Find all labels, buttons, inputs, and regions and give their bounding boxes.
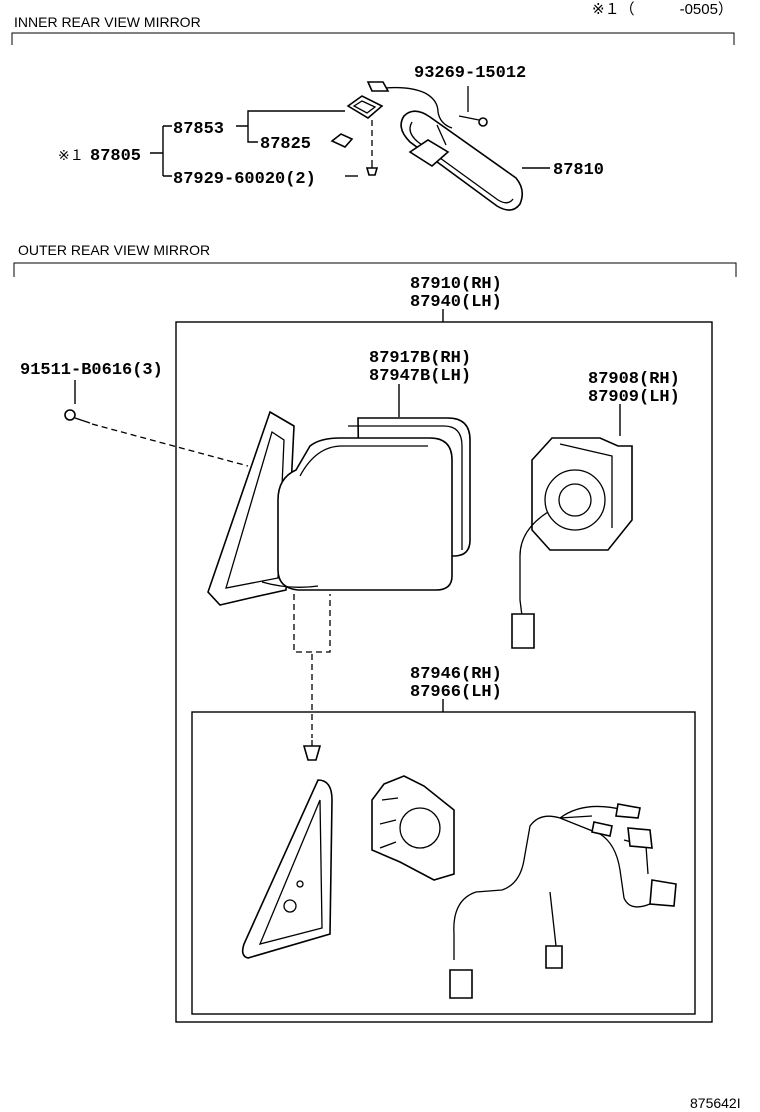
label-87810: 87810 — [553, 161, 604, 180]
label-87929: 87929-60020(2) — [173, 170, 316, 189]
mirror-wire — [384, 86, 453, 129]
actuator-bracket — [371, 775, 455, 881]
label-87966: 87966(LH) — [410, 683, 502, 702]
label-87805: 87805 — [90, 147, 141, 166]
label-87946: 87946(RH) — [410, 665, 502, 684]
outer-section-bracket — [13, 262, 737, 277]
base-plate — [241, 779, 333, 959]
mirror-motor — [519, 437, 633, 617]
mount-screw — [302, 740, 322, 761]
diagram-id: 875642I — [690, 1095, 741, 1111]
motor-connector — [511, 613, 535, 649]
mirror-housing — [261, 437, 453, 591]
mark-87805: ※１ — [58, 147, 84, 163]
inner-section-bracket — [11, 32, 735, 45]
screw-93269 — [458, 115, 488, 127]
label-87940: 87940(LH) — [410, 293, 502, 312]
label-87909: 87909(LH) — [588, 388, 680, 407]
inner-section-title: INNER REAR VIEW MIRROR — [14, 14, 201, 30]
wire-connector — [366, 81, 390, 92]
sub-assembly-box — [191, 711, 696, 1015]
label-93269: 93269-15012 — [414, 64, 526, 83]
label-87825: 87825 — [260, 135, 311, 154]
mirror-base — [207, 410, 295, 606]
mirror-mount-cover — [346, 95, 384, 119]
tree-87805 — [150, 125, 172, 177]
label-91511: 91511-B0616(3) — [20, 361, 163, 380]
mount-post-dashline — [293, 594, 331, 653]
screw-91511 — [64, 409, 91, 424]
label-87853: 87853 — [173, 120, 224, 139]
mirror-clip — [330, 133, 354, 148]
screw-91511-dashline — [91, 423, 249, 467]
label-87908: 87908(RH) — [588, 370, 680, 389]
label-87917: 87917B(RH) — [369, 349, 471, 368]
label-87910: 87910(RH) — [410, 275, 502, 294]
label-87947: 87947B(LH) — [369, 367, 471, 386]
header-note: ※１（ -0505） — [592, 1, 733, 18]
screw-87929 — [365, 160, 379, 176]
outer-section-title: OUTER REAR VIEW MIRROR — [18, 242, 210, 258]
tree-87853 — [236, 110, 345, 143]
inner-mirror — [400, 110, 524, 211]
assembly-box — [175, 321, 713, 1023]
wire-harness — [449, 803, 677, 999]
